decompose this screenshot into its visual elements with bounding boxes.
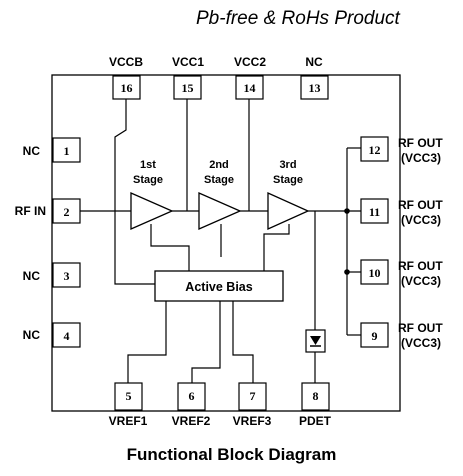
pin-6-label: VREF2 xyxy=(172,414,211,428)
pin-3-label: NC xyxy=(23,269,41,283)
package-outline xyxy=(51,74,401,412)
pin-11-number: 11 xyxy=(369,205,380,219)
pin-4-label: NC xyxy=(23,328,41,342)
pin-13: 13 xyxy=(300,75,329,100)
pin-8-label: PDET xyxy=(299,414,332,428)
active-bias-block xyxy=(154,270,284,302)
stage-1-label-line1: 1st xyxy=(140,159,156,171)
pin-5-number: 5 xyxy=(126,389,132,403)
junction-dot xyxy=(344,208,350,214)
pin-3: 3 xyxy=(52,262,81,288)
pin-9-label-sub: (VCC3) xyxy=(401,336,441,350)
pin-14: 14 xyxy=(235,75,264,100)
pin-12-label-sub: (VCC3) xyxy=(401,151,441,165)
pin-10-number: 10 xyxy=(369,266,381,280)
pin-4-number: 4 xyxy=(64,329,70,343)
pin-11-label: RF OUT xyxy=(398,198,443,212)
pin-15-label: VCC1 xyxy=(172,55,204,69)
junction-dot xyxy=(344,269,350,275)
amplifier-stage-2-icon xyxy=(198,192,242,230)
product-compliance-note: Pb-free & RoHs Product xyxy=(196,8,400,29)
pin-13-label: NC xyxy=(305,55,323,69)
pin-12-label: RF OUT xyxy=(398,136,443,150)
pin-9: 9 xyxy=(360,322,389,348)
diode-icon xyxy=(310,336,321,347)
pin-15: 15 xyxy=(173,75,202,100)
pin-12-number: 12 xyxy=(369,143,381,157)
pin-7-label: VREF3 xyxy=(233,414,272,428)
pin-7-number: 7 xyxy=(250,389,256,403)
pin-15-number: 15 xyxy=(182,81,194,95)
pin-8-number: 8 xyxy=(313,389,319,403)
pin-1: 1 xyxy=(52,137,81,163)
pin-10: 10 xyxy=(360,259,389,285)
pin-9-number: 9 xyxy=(372,329,378,343)
pin-7: 7 xyxy=(238,382,267,411)
pin-2-label: RF IN xyxy=(15,204,46,218)
pin-2: 2 xyxy=(52,198,81,224)
pin-12: 12 xyxy=(360,136,389,162)
diagram-caption: Functional Block Diagram xyxy=(126,445,337,464)
pin-16: 16 xyxy=(112,75,141,100)
stage-2-label-line1: 2nd xyxy=(209,159,229,171)
pin-3-number: 3 xyxy=(64,269,70,283)
pin-11-label-sub: (VCC3) xyxy=(401,213,441,227)
amplifier-stage-3-icon xyxy=(267,191,310,231)
stage-1-label-line2: Stage xyxy=(133,174,163,186)
pin-10-label-sub: (VCC3) xyxy=(401,274,441,288)
pin-1-label: NC xyxy=(23,144,41,158)
amplifier-stage-1-icon xyxy=(130,192,174,230)
pin-8: 8 xyxy=(301,382,330,411)
stage-3-label-line2: Stage xyxy=(273,174,303,186)
pin-16-label: VCCB xyxy=(109,55,143,69)
stage-3-label-line1: 3rd xyxy=(279,159,296,171)
pin-14-label: VCC2 xyxy=(234,55,266,69)
pin-11: 11 xyxy=(360,198,389,224)
pin-16-number: 16 xyxy=(121,81,133,95)
active-bias-label: Active Bias xyxy=(185,280,252,294)
pin-4: 4 xyxy=(52,322,81,348)
pin-9-label: RF OUT xyxy=(398,321,443,335)
pin-6: 6 xyxy=(177,382,206,411)
stage-2-label-line2: Stage xyxy=(204,174,234,186)
pin-6-number: 6 xyxy=(189,389,195,403)
pin-2-number: 2 xyxy=(64,205,70,219)
pin-13-number: 13 xyxy=(309,81,321,95)
circuit-wiring xyxy=(80,99,361,383)
pin-5: 5 xyxy=(114,382,143,411)
pin-14-number: 14 xyxy=(244,81,256,95)
pin-5-label: VREF1 xyxy=(109,414,148,428)
pin-1-number: 1 xyxy=(64,144,70,158)
pin-10-label: RF OUT xyxy=(398,259,443,273)
